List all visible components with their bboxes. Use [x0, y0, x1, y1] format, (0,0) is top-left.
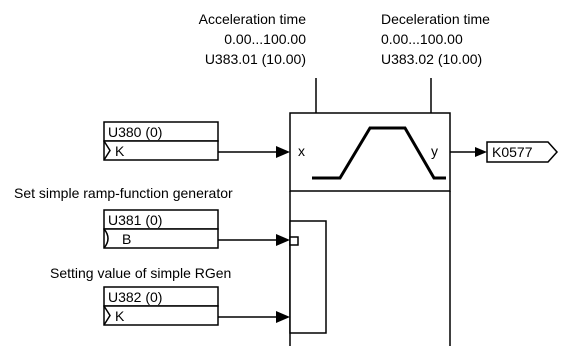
u382-connector-type: K [115, 308, 125, 324]
setting-value-caption: Setting value of simple RGen [50, 265, 231, 281]
input-u382[interactable]: U382 (0) K [103, 286, 219, 326]
u382-param-text: U382 (0) [108, 289, 162, 305]
deceleration-time-range: 0.00...100.00 [381, 31, 463, 47]
output-arrow-icon [475, 147, 487, 157]
u381-connector-box[interactable] [103, 228, 219, 249]
u380-connector-box[interactable] [103, 140, 219, 161]
u380-arrow-icon [276, 146, 290, 158]
port-x-label: x [298, 143, 305, 159]
acceleration-time-title: Acceleration time [199, 11, 307, 27]
port-y-label: y [431, 143, 438, 159]
u381-param-text: U381 (0) [108, 212, 162, 228]
u382-arrow-icon [276, 311, 290, 323]
u382-connector-box[interactable] [103, 305, 219, 326]
output-connector-label: K0577 [492, 144, 533, 160]
connector-k-arrow-icon [103, 305, 111, 326]
acceleration-time-param: U383.01 (10.00) [205, 51, 306, 67]
deceleration-time-title: Deceleration time [381, 11, 490, 27]
connector-b-arc-icon [103, 228, 109, 249]
u381-connector-type: B [122, 231, 131, 247]
output-connector-shape[interactable] [486, 141, 559, 163]
deceleration-time-label: Deceleration time 0.00...100.00 U383.02 … [381, 11, 490, 67]
connector-k-arrow-icon [103, 140, 111, 161]
acceleration-time-range: 0.00...100.00 [224, 31, 306, 47]
u380-connector-type: K [115, 143, 125, 159]
acceleration-time-label: Acceleration time 0.00...100.00 U383.01 … [199, 11, 307, 67]
set-input-port [289, 236, 299, 246]
input-u380[interactable]: U380 (0) K [103, 121, 219, 161]
output-connector-k0577[interactable]: K0577 [486, 141, 559, 163]
u380-param-text: U380 (0) [108, 124, 162, 140]
input-u381[interactable]: U381 (0) B [103, 209, 219, 249]
ramp-curve-icon [312, 126, 446, 180]
deceleration-time-param: U383.02 (10.00) [381, 51, 482, 67]
u381-arrow-icon [276, 234, 290, 246]
set-rgen-caption: Set simple ramp-function generator [14, 185, 233, 201]
